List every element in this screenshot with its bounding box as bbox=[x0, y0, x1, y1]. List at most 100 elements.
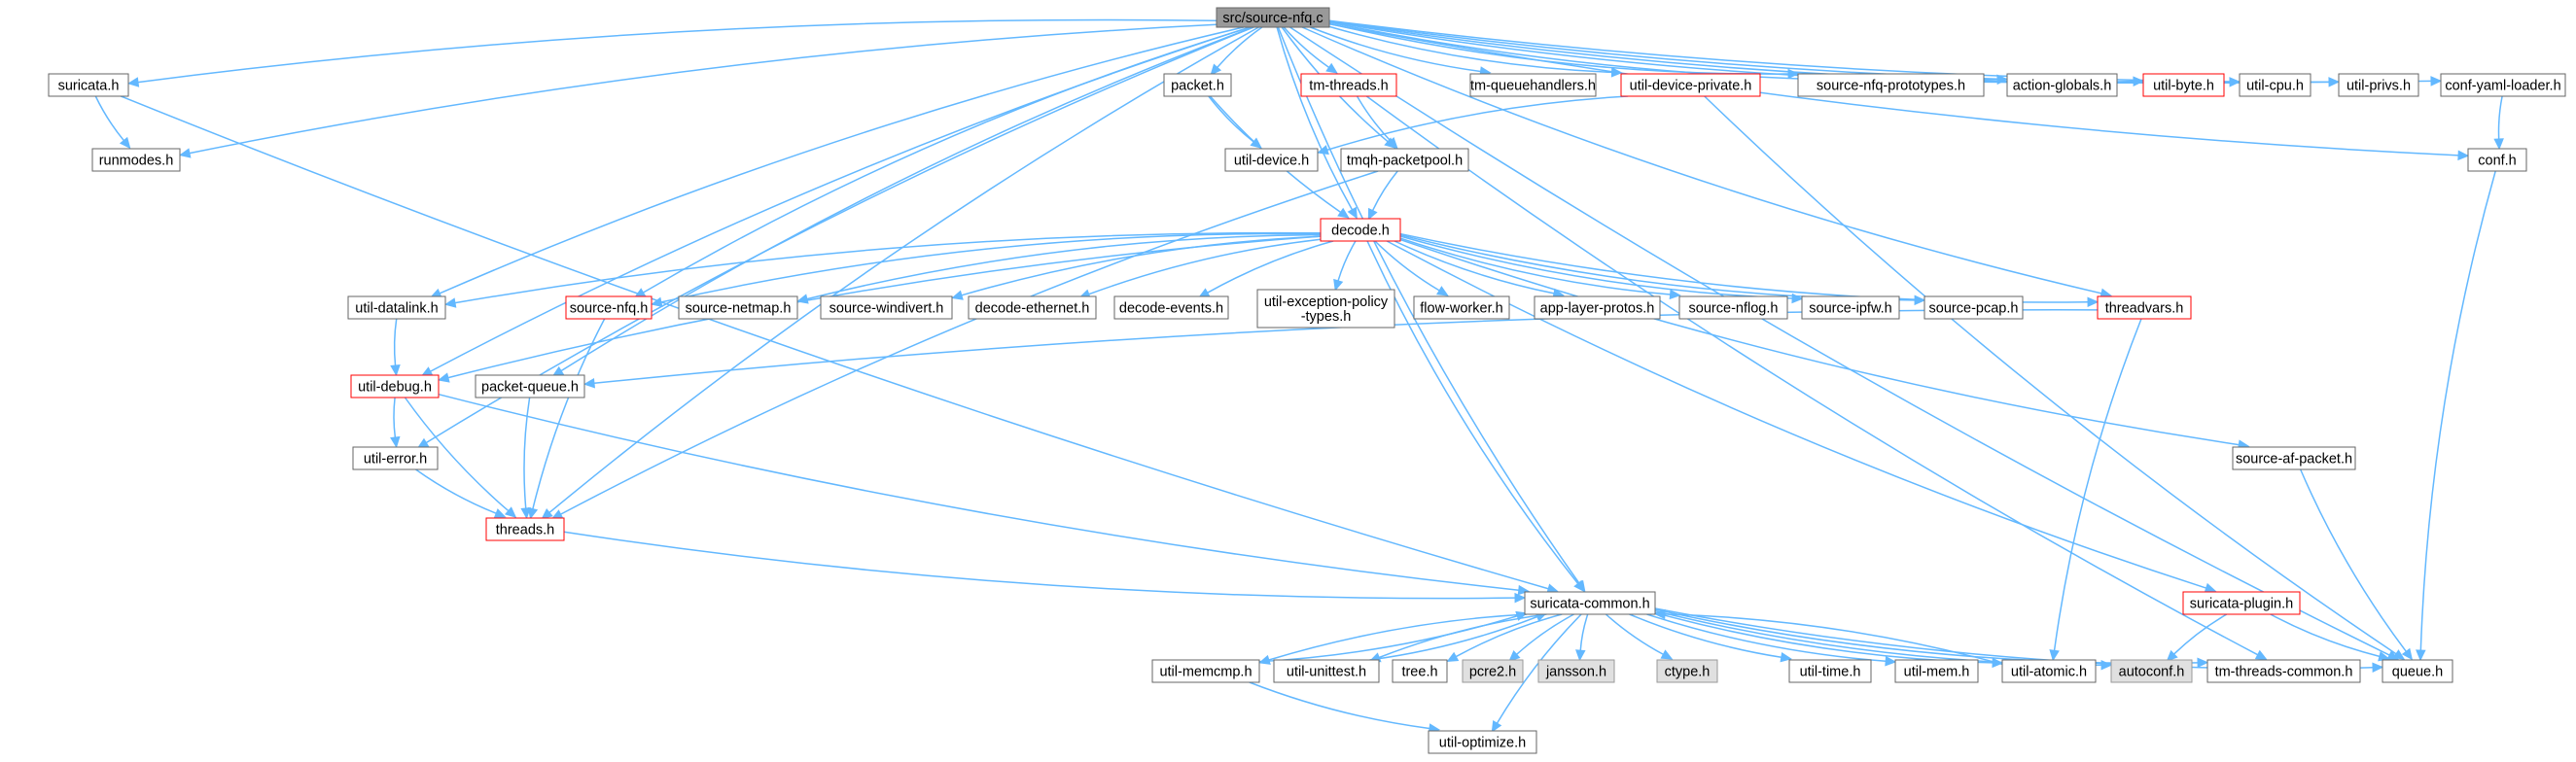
node-util-cpu-h[interactable]: util-cpu.h bbox=[2239, 73, 2311, 97]
node-box bbox=[1216, 7, 1330, 28]
edge-decode-h-to-flow-worker-h bbox=[1374, 240, 1449, 296]
node-label: queue.h bbox=[2392, 665, 2443, 680]
node-label: flow-worker.h bbox=[1420, 301, 1502, 317]
node-decode-events-h[interactable]: decode-events.h bbox=[1113, 295, 1229, 320]
node-box bbox=[820, 295, 953, 320]
edge-decode-h-to-source-af-packet-h bbox=[1399, 238, 2250, 450]
node-box bbox=[1392, 659, 1448, 683]
edge-suricata-plugin-h-to-autoconf-h bbox=[2166, 613, 2228, 662]
node-label: util-device-private.h bbox=[1630, 79, 1752, 94]
node-box bbox=[485, 517, 565, 541]
node-box bbox=[1534, 295, 1661, 320]
node-util-error-h[interactable]: util-error.h bbox=[352, 446, 439, 470]
edge-source-nfq-c-to-queue-h bbox=[1289, 26, 2400, 660]
node-util-time-h[interactable]: util-time.h bbox=[1788, 659, 1872, 683]
node-suricata-plugin-h[interactable]: suricata-plugin.h bbox=[2182, 591, 2301, 615]
node-jansson-h: jansson.h bbox=[1537, 659, 1615, 683]
node-util-device-private-h[interactable]: util-device-private.h bbox=[1620, 73, 1761, 97]
node-util-mem-h[interactable]: util-mem.h bbox=[1894, 659, 1979, 683]
node-util-optimize-h[interactable]: util-optimize.h bbox=[1428, 730, 1537, 754]
node-util-memcmp-h[interactable]: util-memcmp.h bbox=[1151, 659, 1260, 683]
node-source-netmap-h[interactable]: source-netmap.h bbox=[678, 295, 798, 320]
node-decode-ethernet-h[interactable]: decode-ethernet.h bbox=[968, 295, 1097, 320]
node-packet-h[interactable]: packet.h bbox=[1163, 73, 1232, 97]
edge-source-nfq-c-to-tm-threads-h bbox=[1283, 26, 1338, 74]
node-threadvars-h[interactable]: threadvars.h bbox=[2097, 295, 2192, 320]
edge-threads-h-to-suricata-common-h bbox=[563, 531, 1527, 604]
node-label: decode.h bbox=[1331, 224, 1390, 239]
edge-util-atomic-h-to-suricata-common-h bbox=[1653, 608, 2003, 666]
node-box bbox=[1894, 659, 1979, 683]
node-box bbox=[565, 295, 653, 320]
edge-source-nfq-c-to-packet-h bbox=[1210, 26, 1263, 76]
node-box bbox=[1428, 730, 1537, 754]
edge-suricata-common-h-to-util-time-h bbox=[1629, 613, 1792, 663]
node-box bbox=[1300, 73, 1397, 97]
node-flow-worker-h[interactable]: flow-worker.h bbox=[1413, 295, 1510, 320]
node-source-windivert-h[interactable]: source-windivert.h bbox=[820, 295, 953, 320]
node-label: util-memcmp.h bbox=[1159, 665, 1252, 680]
node-util-debug-h[interactable]: util-debug.h bbox=[350, 374, 440, 398]
node-box bbox=[1524, 591, 1656, 615]
node-box bbox=[1340, 148, 1469, 172]
node-source-af-packet-h[interactable]: source-af-packet.h bbox=[2232, 446, 2356, 470]
node-tm-threads-common-h[interactable]: tm-threads-common.h bbox=[2206, 659, 2361, 683]
node-source-nflog-h[interactable]: source-nflog.h bbox=[1678, 295, 1788, 320]
node-suricata-common-h[interactable]: suricata-common.h bbox=[1524, 591, 1656, 615]
edge-tm-threads-h-to-tmqh-packetpool-h bbox=[1356, 95, 1398, 150]
node-box bbox=[1256, 289, 1395, 329]
edge-source-nfq-c-to-suricata-h bbox=[126, 18, 1217, 87]
node-label: packet.h bbox=[1171, 79, 1224, 94]
node-action-globals-h[interactable]: action-globals.h bbox=[2006, 73, 2118, 97]
node-label: util-mem.h bbox=[1904, 665, 1970, 680]
edge-decode-h-to-decode-events-h bbox=[1197, 240, 1334, 298]
edge-source-nfq-c-to-util-debug-h bbox=[420, 26, 1251, 377]
node-box bbox=[2097, 295, 2192, 320]
node-source-nfq-prototypes-h[interactable]: source-nfq-prototypes.h bbox=[1797, 73, 1985, 97]
node-source-ipfw-h[interactable]: source-ipfw.h bbox=[1801, 295, 1900, 320]
node-util-privs-h[interactable]: util-privs.h bbox=[2338, 73, 2419, 97]
edge-source-nfq-c-to-runmodes-h bbox=[178, 23, 1217, 158]
node-box bbox=[968, 295, 1097, 320]
node-source-pcap-h[interactable]: source-pcap.h bbox=[1923, 295, 2024, 320]
node-util-exception-policy-types-h[interactable]: util-exception-policy-types.h bbox=[1256, 289, 1395, 329]
node-tmqh-packetpool-h[interactable]: tmqh-packetpool.h bbox=[1340, 148, 1469, 172]
node-box bbox=[347, 295, 446, 320]
node-threads-h[interactable]: threads.h bbox=[485, 517, 565, 541]
node-source-nfq-h[interactable]: source-nfq.h bbox=[565, 295, 653, 320]
node-label: source-netmap.h bbox=[686, 301, 792, 317]
node-box bbox=[48, 73, 129, 97]
node-util-atomic-h[interactable]: util-atomic.h bbox=[2001, 659, 2097, 683]
edge-source-nfq-c-to-util-datalink-h bbox=[429, 26, 1244, 298]
node-conf-h[interactable]: conf.h bbox=[2467, 148, 2527, 172]
node-util-unittest-h[interactable]: util-unittest.h bbox=[1273, 659, 1380, 683]
node-conf-yaml-loader-h[interactable]: conf-yaml-loader.h bbox=[2440, 73, 2566, 97]
edge-decode-h-to-source-nflog-h bbox=[1399, 237, 1681, 300]
edge-suricata-common-h-to-jansson-h bbox=[1575, 613, 1589, 662]
node-box bbox=[2206, 659, 2361, 683]
node-label: tree.h bbox=[1401, 665, 1437, 680]
edge-util-device-private-h-to-util-device-h bbox=[1317, 95, 1629, 156]
node-util-device-h[interactable]: util-device.h bbox=[1224, 148, 1319, 172]
edge-util-memcmp-h-to-suricata-common-h bbox=[1258, 610, 1528, 663]
node-tm-queuehandlers-h[interactable]: tm-queuehandlers.h bbox=[1469, 73, 1597, 97]
node-suricata-h[interactable]: suricata.h bbox=[48, 73, 129, 97]
edge-source-nfq-h-to-threads-h bbox=[527, 318, 606, 520]
node-tree-h[interactable]: tree.h bbox=[1392, 659, 1448, 683]
node-label: source-af-packet.h bbox=[2236, 452, 2352, 468]
edge-util-debug-h-to-suricata-common-h bbox=[438, 393, 1530, 596]
edge-source-af-packet-h-to-queue-h bbox=[2299, 468, 2414, 661]
node-packet-queue-h[interactable]: packet-queue.h bbox=[475, 374, 585, 398]
node-util-datalink-h[interactable]: util-datalink.h bbox=[347, 295, 446, 320]
node-box bbox=[2142, 73, 2225, 97]
node-label: jansson.h bbox=[1545, 665, 1606, 680]
edge-util-device-private-h-to-queue-h bbox=[1704, 95, 2406, 660]
node-runmodes-h[interactable]: runmodes.h bbox=[91, 148, 181, 172]
node-decode-h[interactable]: decode.h bbox=[1320, 218, 1401, 242]
node-tm-threads-h[interactable]: tm-threads.h bbox=[1300, 73, 1397, 97]
node-app-layer-protos-h[interactable]: app-layer-protos.h bbox=[1534, 295, 1661, 320]
node-util-byte-h[interactable]: util-byte.h bbox=[2142, 73, 2225, 97]
node-queue-h[interactable]: queue.h bbox=[2382, 659, 2453, 683]
node-box bbox=[1320, 218, 1401, 242]
